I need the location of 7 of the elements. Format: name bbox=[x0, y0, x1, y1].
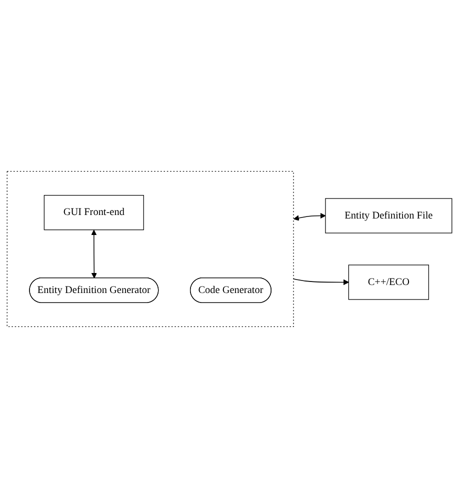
cluster bbox=[6, 171, 294, 327]
arrow bbox=[293, 278, 349, 286]
node-box: GUI Front-end bbox=[44, 194, 144, 230]
arrow bbox=[91, 230, 97, 278]
node-box: Entity Definition File bbox=[325, 198, 452, 234]
node-box: C++/ECO bbox=[348, 264, 429, 300]
arrow bbox=[294, 212, 326, 221]
